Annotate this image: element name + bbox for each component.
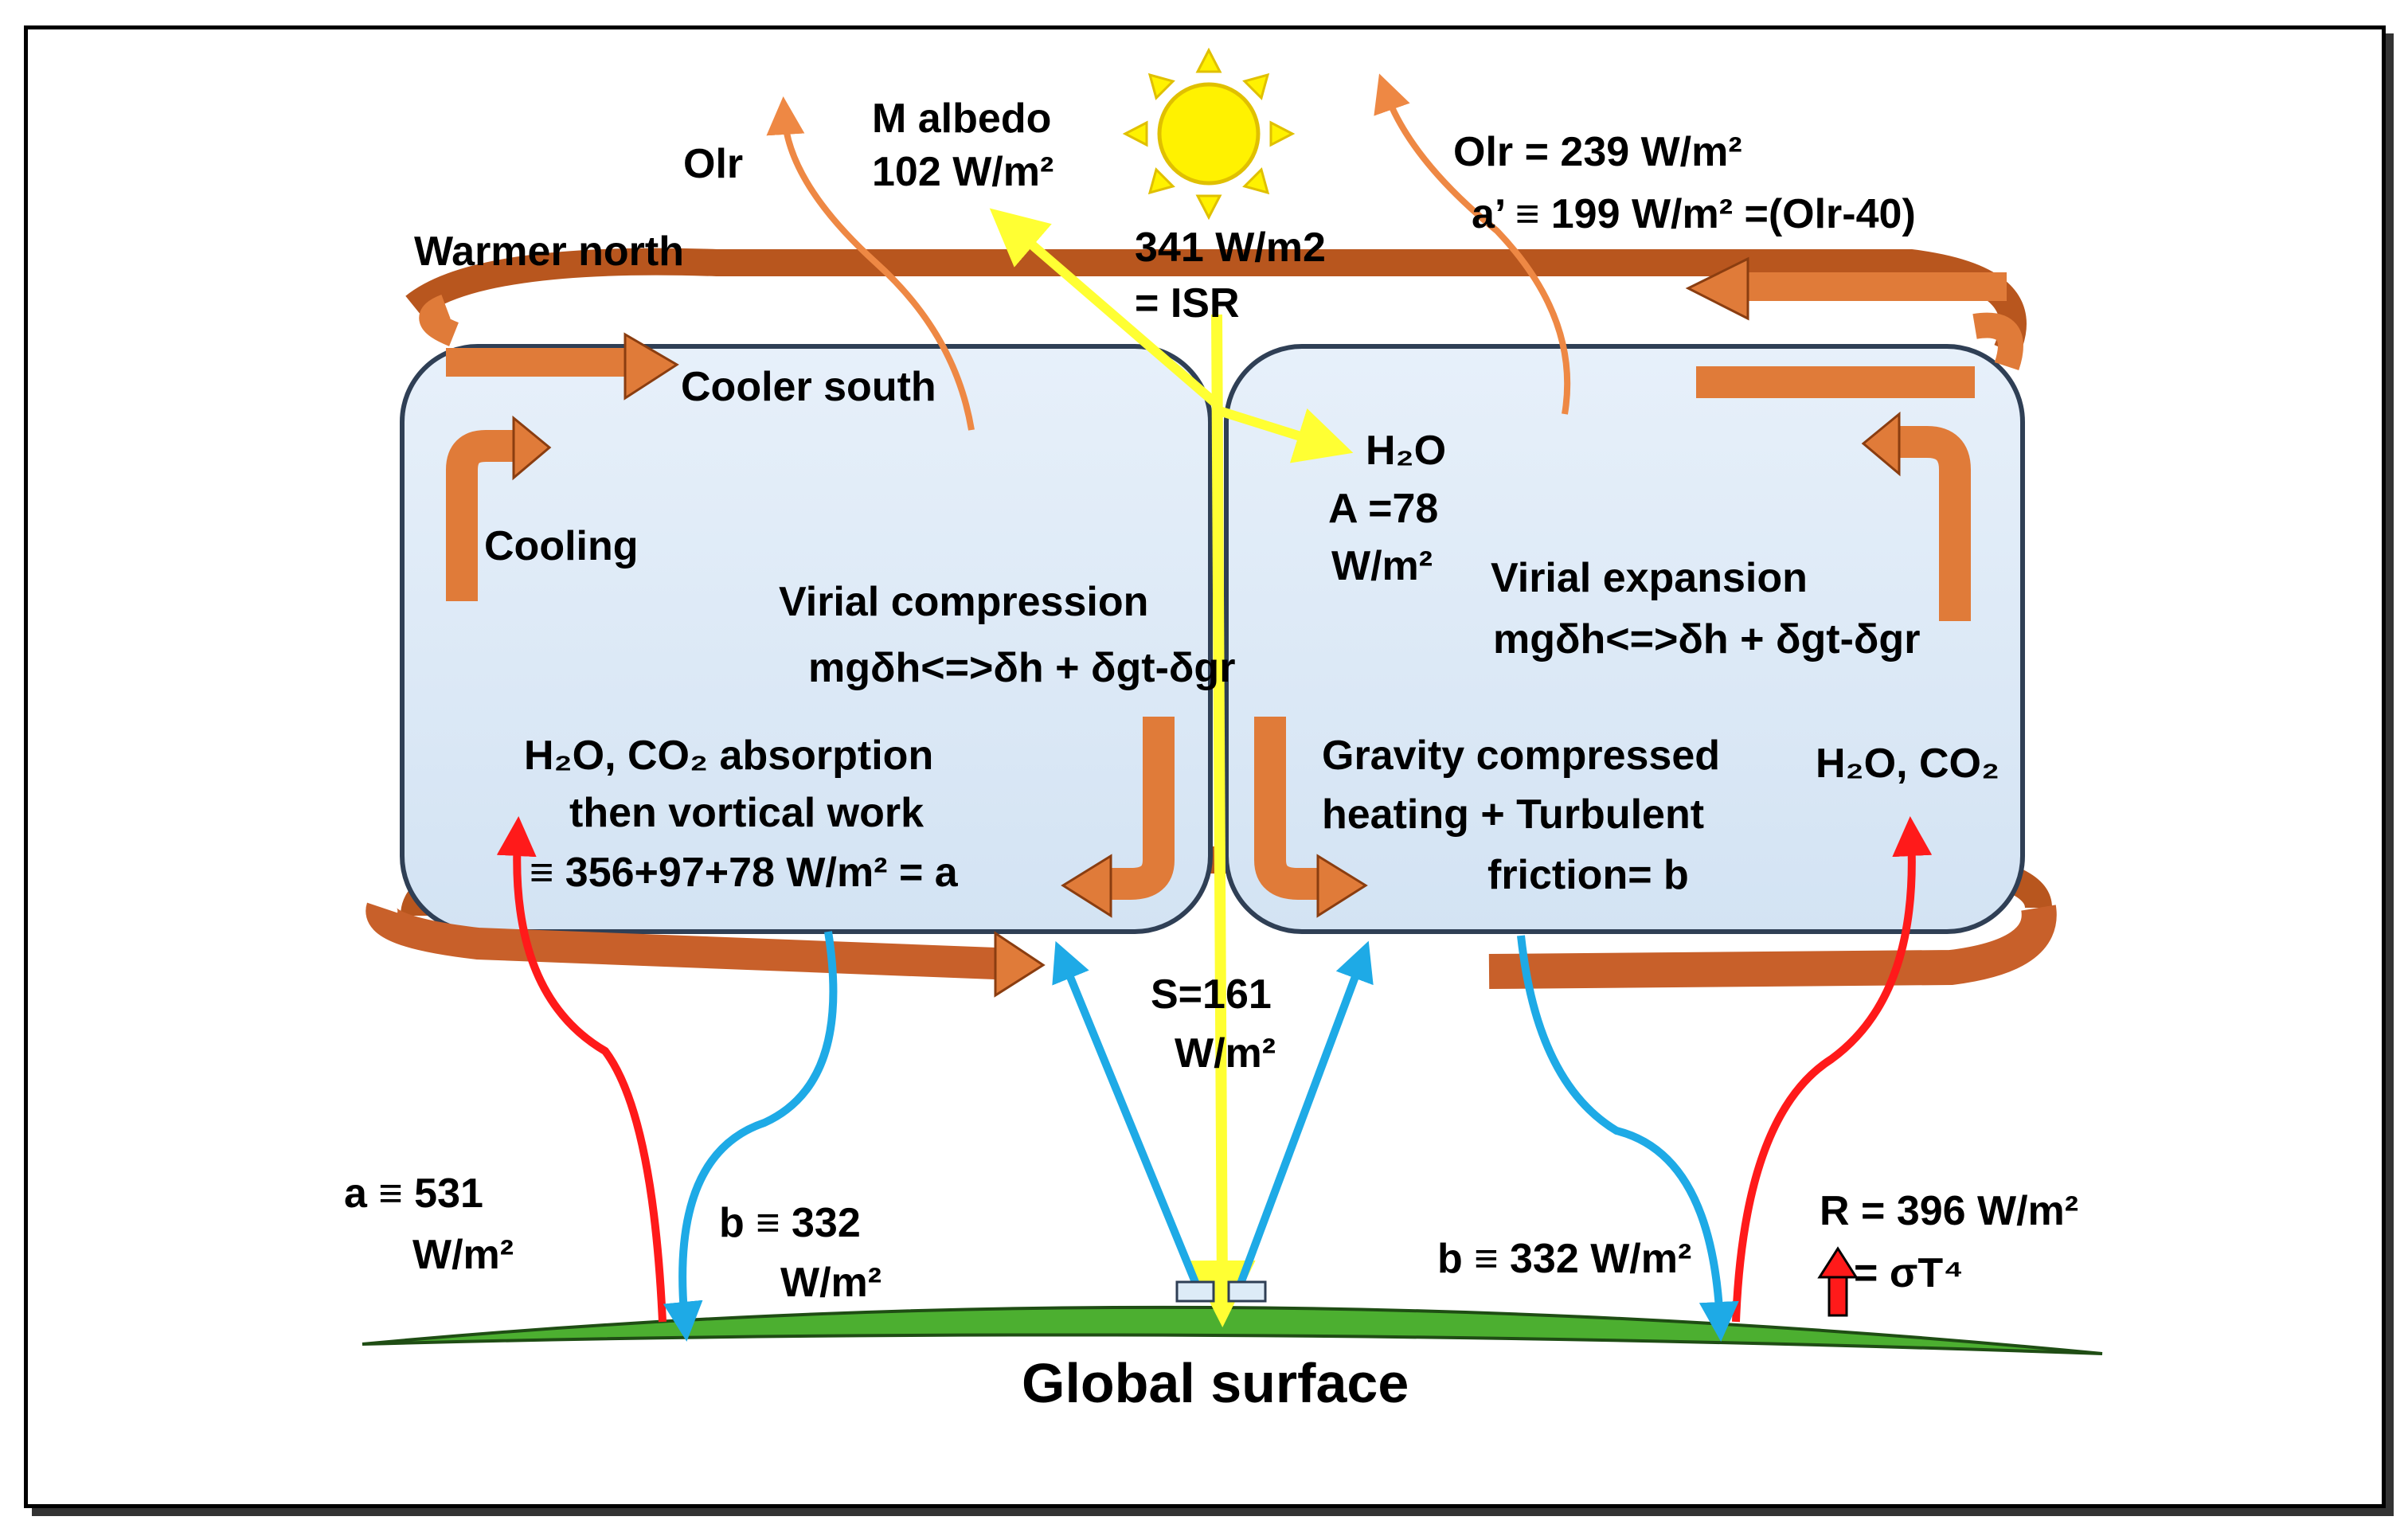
vortical-work-label: then vortical work	[569, 790, 924, 836]
heating-turbulent-label: heating + Turbulent	[1322, 791, 1705, 838]
h2o-co2-right-label: H₂O, CO₂	[1816, 741, 2000, 787]
h2o-absorption-ray	[1215, 405, 1354, 463]
global-surface-ground	[362, 1305, 2103, 1355]
friction-b-label: friction= b	[1487, 852, 1689, 898]
isr-value: 341 W/m2	[1135, 225, 1326, 271]
isr-ray-down	[1188, 314, 1256, 1327]
a-left-red-arrow	[496, 816, 666, 1323]
b-right-blue-arrow	[1517, 935, 1739, 1342]
olr-left-label: Olr	[683, 141, 744, 187]
warmer-north-loop-arrow	[419, 295, 459, 346]
h2o-label: H₂O	[1366, 428, 1447, 474]
a-78-label: A =78	[1328, 486, 1439, 532]
a-78-unit: W/m²	[1331, 543, 1433, 589]
olr-right-arrow	[1374, 73, 1571, 415]
virial-expansion-label: Virial expansion	[1491, 555, 1808, 601]
bottom-right-loop-arrow	[1488, 905, 2057, 989]
right-top-loop-arrow	[1972, 312, 2023, 371]
cooling-label: Cooling	[484, 523, 639, 569]
a-sum-label: ≡ 356+97+78 W/m² = a	[530, 850, 958, 896]
isr-label: = ISR	[1135, 280, 1240, 326]
sigma-t4-label: = σT⁴	[1854, 1250, 1964, 1296]
virial-compression-label: Virial compression	[779, 579, 1149, 625]
b-332-left-unit: W/m²	[780, 1260, 882, 1306]
surface-pad-right	[1227, 1280, 1267, 1303]
s-161-label: S=161	[1151, 971, 1272, 1018]
m-albedo-label: M albedo	[872, 96, 1052, 142]
right-cell-up-arrow	[1895, 426, 1971, 621]
a-531-label: a ≡ 531	[344, 1171, 483, 1217]
olr-left-arrow	[766, 96, 975, 431]
left-atmosphere-cell	[400, 344, 1213, 934]
albedo-ray	[989, 208, 1218, 406]
olr-right-label: Olr = 239 W/m²	[1453, 129, 1742, 175]
cooling-arrow	[446, 430, 518, 601]
absorption-label: H₂O, CO₂ absorption	[524, 733, 934, 779]
virial-compression-formula: mgδh<=>δh + δgt-δgr	[808, 645, 1236, 691]
gravity-compressed-arrow	[1254, 717, 1322, 900]
a-right-red-arrow	[1732, 816, 1933, 1323]
gravity-compressed-label: Gravity compressed	[1322, 733, 1721, 779]
global-surface-label: Global surface	[1022, 1352, 1409, 1414]
top-loop-band-back	[405, 248, 2027, 356]
warmer-north-label: Warmer north	[414, 229, 684, 275]
b-332-left-label: b ≡ 332	[719, 1200, 861, 1246]
r-396-label: R = 396 W/m²	[1820, 1188, 2079, 1234]
b-left-blue-arrow	[663, 931, 838, 1342]
s-161-unit: W/m²	[1175, 1030, 1276, 1077]
bottom-left-loop-arrow	[366, 902, 996, 979]
sun-icon	[1122, 47, 1296, 221]
surface-pad-left	[1175, 1280, 1215, 1303]
s-arrow-right	[1234, 940, 1374, 1292]
b-332-right-label: b ≡ 332 W/m²	[1437, 1236, 1692, 1282]
s-arrow-left	[1052, 940, 1202, 1292]
r-emission-arrow	[1817, 1246, 1859, 1317]
cooler-south-label: Cooler south	[681, 364, 936, 410]
a-prime-label: a’ ≡ 199 W/m² =(Olr-40)	[1472, 191, 1916, 237]
virial-compression-arrow	[1107, 717, 1175, 900]
right-atmosphere-cell	[1224, 344, 2025, 934]
m-albedo-value: 102 W/m²	[872, 149, 1054, 195]
virial-expansion-formula: mgδh<=>δh + δgt-δgr	[1493, 616, 1921, 662]
a-531-unit: W/m²	[412, 1232, 514, 1278]
